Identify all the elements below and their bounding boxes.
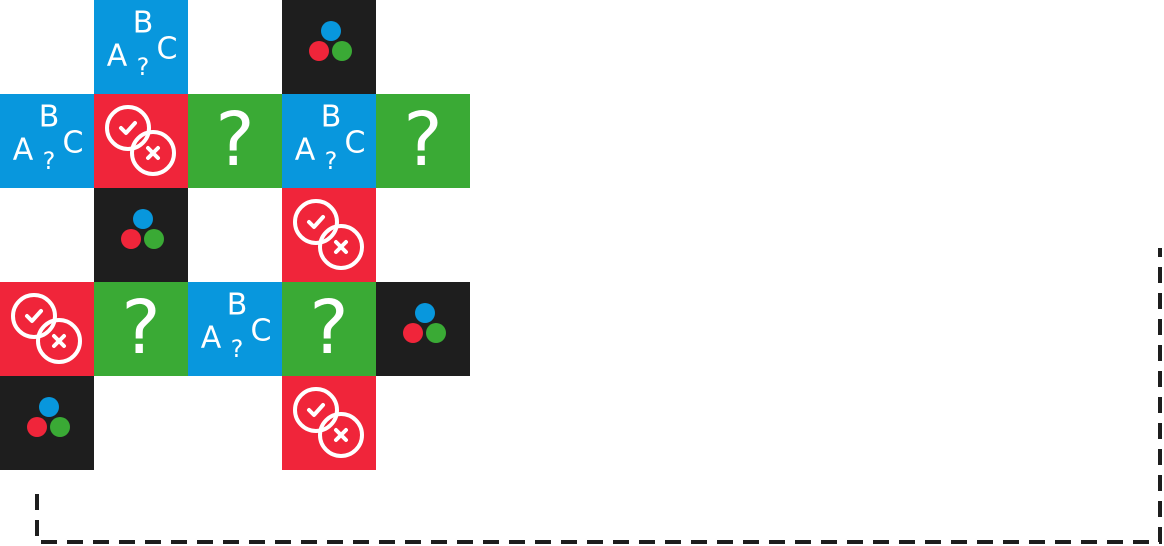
question-glyph: ? [403,97,442,183]
abc-question-icon: ABC? [188,282,282,376]
tile-background [0,94,94,188]
question-glyph: ? [215,97,254,183]
tile-background [94,188,188,282]
tile-background [282,376,376,470]
tile-check-cross[interactable] [282,376,376,470]
tile-dots[interactable] [376,282,470,376]
question-glyph: ? [309,285,348,371]
question-mark-icon: ? [188,94,282,188]
check-cross-icon [94,94,188,188]
abc-question-icon: ABC? [94,0,188,94]
tile-background [376,94,470,188]
tile-dots[interactable] [282,0,376,94]
letter-question: ? [325,147,338,175]
abc-question-icon: ABC? [282,94,376,188]
tile-question[interactable]: ? [188,94,282,188]
letter-b: B [133,6,154,41]
abc-question-icon: ABC? [0,94,94,188]
tile-question[interactable]: ? [282,282,376,376]
letter-a: A [295,133,316,168]
question-mark-icon: ? [376,94,470,188]
check-cross-glyph [105,105,176,176]
tile-question[interactable]: ? [376,94,470,188]
letter-a: A [107,39,128,74]
letter-question: ? [231,335,244,363]
letter-c: C [63,126,84,161]
check-cross-icon [282,188,376,282]
tile-check-cross[interactable] [0,282,94,376]
tile-check-cross[interactable] [282,188,376,282]
tile-question[interactable]: ? [94,282,188,376]
tile-background [188,94,282,188]
check-cross-icon [282,376,376,470]
three-dots-icon [0,376,94,470]
tile-background [94,94,188,188]
three-dots-glyph [309,21,352,61]
tile-background [282,0,376,94]
tile-dots[interactable] [94,188,188,282]
three-dots-icon [94,188,188,282]
three-dots-icon [282,0,376,94]
tile-background [282,94,376,188]
letter-b: B [227,288,248,323]
letter-a: A [13,133,34,168]
tile-check-cross[interactable] [94,94,188,188]
three-dots-icon [376,282,470,376]
tile-background [282,188,376,282]
letter-a: A [201,321,222,356]
tile-background [376,282,470,376]
letter-c: C [251,314,272,349]
letter-b: B [39,100,60,135]
question-mark-icon: ? [282,282,376,376]
check-cross-icon [0,282,94,376]
three-dots-glyph [121,209,164,249]
letter-c: C [345,126,366,161]
tile-background [0,376,94,470]
letter-question: ? [137,53,150,81]
tile-background [0,282,94,376]
letter-b: B [321,100,342,135]
tile-dots[interactable] [0,376,94,470]
letter-question: ? [43,147,56,175]
tile-background [94,0,188,94]
letter-c: C [157,32,178,67]
question-mark-icon: ? [94,282,188,376]
question-glyph: ? [121,285,160,371]
